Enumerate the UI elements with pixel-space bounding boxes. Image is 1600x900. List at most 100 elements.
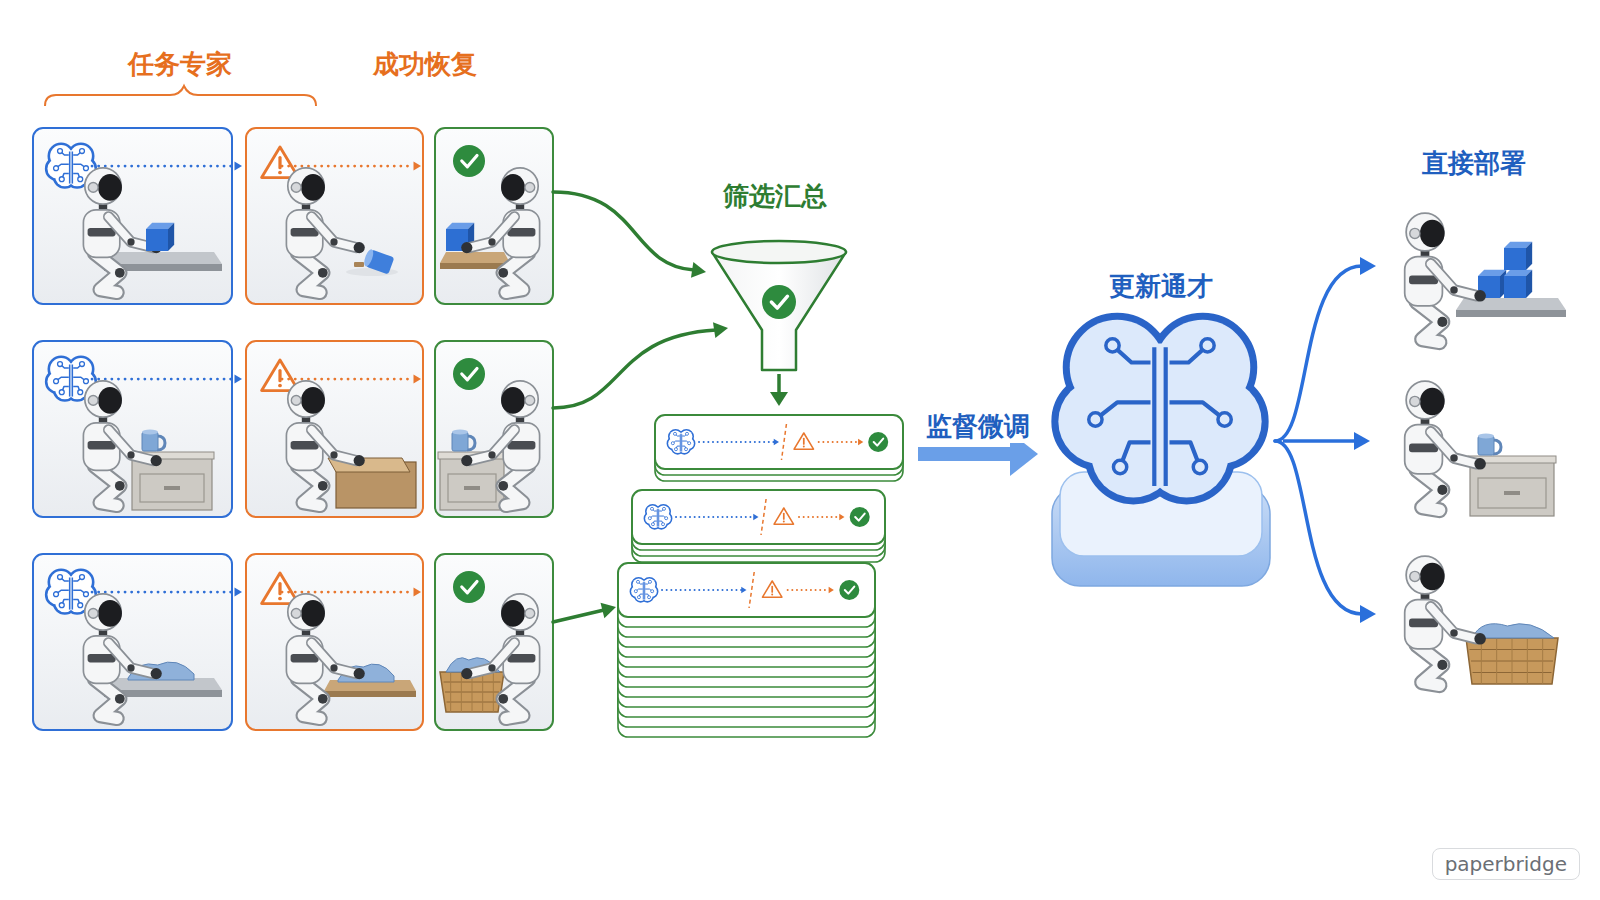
warning-icon <box>762 581 781 597</box>
robot-figure-part <box>98 387 122 414</box>
brain-icon-part <box>674 434 687 447</box>
robot-figure-part <box>1410 228 1420 238</box>
scene-panel <box>246 341 423 517</box>
robot-figure-part <box>1420 220 1445 248</box>
trajectory-card-part <box>761 499 766 535</box>
brain-icon-part <box>648 517 651 520</box>
check-icon-part <box>453 358 485 390</box>
dotted-arrow <box>92 375 242 384</box>
robot-figure-part <box>1410 571 1420 581</box>
blue-cube-part <box>1504 276 1526 298</box>
scene-panel-part <box>246 554 423 730</box>
flow-arrow <box>553 192 706 278</box>
brain-icon-part <box>1095 402 1150 419</box>
dotted-arrow-part <box>235 162 243 171</box>
brain-icon <box>668 431 694 453</box>
brain-icon-part <box>648 596 651 599</box>
brain-icon-part <box>665 517 668 520</box>
check-icon-part <box>462 582 477 593</box>
small-part <box>354 262 364 267</box>
brain-icon-part <box>59 364 83 388</box>
brain-icon-part <box>636 580 639 583</box>
scene-panel-part <box>246 128 423 304</box>
flow-arrow-part <box>553 610 604 622</box>
scene-panel-part <box>33 554 232 730</box>
brain-icon-part <box>674 448 677 451</box>
brain-icon-part <box>644 582 645 600</box>
robot-figure-part <box>1431 432 1477 464</box>
robot-figure-part <box>470 217 515 248</box>
robot-figure-part <box>354 242 365 253</box>
robot-figure-part <box>525 396 535 406</box>
dotted-arrow-part <box>753 514 758 520</box>
robot-figure-part <box>127 238 134 245</box>
flow-arrow-part <box>553 330 716 408</box>
robot-figure-part <box>470 643 515 674</box>
blue-cube <box>146 223 174 251</box>
cabinet-part <box>164 486 180 490</box>
robot-figure-part <box>301 174 325 201</box>
column-label: 成功恢复 <box>373 47 477 81</box>
brain-icon-part <box>662 507 665 510</box>
cabinet-part <box>440 458 504 510</box>
robot-figure <box>1405 556 1486 685</box>
funnel <box>712 241 846 406</box>
laundry-basket-part <box>493 672 494 712</box>
warning-icon-part <box>774 508 793 524</box>
robot-figure-part <box>115 268 125 278</box>
deploy-branch-part <box>1275 266 1362 441</box>
scene-panel-part <box>435 128 553 304</box>
brain-icon-part <box>680 434 681 452</box>
brain-icon-part <box>69 364 71 396</box>
table-part <box>324 691 416 697</box>
robot-figure-part <box>1410 396 1420 406</box>
check-icon <box>868 432 888 452</box>
robot-figure-part <box>461 455 472 466</box>
robot-figure <box>286 168 364 293</box>
finetune-arrow-part <box>918 447 1010 461</box>
robot-figure-part <box>98 600 122 627</box>
dotted-arrow <box>819 439 864 445</box>
warning-icon-part <box>771 587 773 592</box>
bracket-part <box>45 86 316 106</box>
brain-icon-part <box>1193 460 1206 473</box>
robot-figure-part <box>88 441 116 449</box>
table <box>324 680 416 697</box>
robot-figure-part <box>1409 619 1438 628</box>
brain-icon-part <box>59 364 83 388</box>
trajectory-card <box>632 490 885 544</box>
table-part <box>1456 310 1566 317</box>
robot-figure-part <box>115 694 125 704</box>
warning-icon-part <box>794 433 813 449</box>
robot-figure-part <box>1420 388 1445 416</box>
mug <box>1478 434 1501 456</box>
brain-icon-part <box>643 582 644 600</box>
dotted-arrow-part <box>282 165 414 168</box>
brain-icon-part <box>58 362 63 367</box>
robot-figure-part <box>498 481 508 491</box>
table-part <box>104 252 222 264</box>
robot-figure-part <box>88 609 98 619</box>
brain-icon-part <box>59 151 83 175</box>
robot-figure-part <box>312 430 357 461</box>
robot-figure-part <box>1406 213 1444 251</box>
dotted-arrow-part <box>662 589 742 591</box>
robot-figure <box>461 168 539 293</box>
check-icon <box>453 145 485 177</box>
robot-figure-part <box>98 174 122 201</box>
robot-figure-part <box>501 387 525 414</box>
robot-figure <box>1405 213 1486 342</box>
scene-panel <box>435 341 553 517</box>
blue-cube-part <box>1526 242 1532 270</box>
brain-icon-part <box>651 590 654 593</box>
deploy-branch-part <box>1360 257 1376 275</box>
brain-icon-part <box>59 603 64 608</box>
laundry-basket <box>440 658 504 712</box>
flow-arrow-part <box>600 603 616 619</box>
robot-figure-part <box>1431 607 1477 639</box>
check-icon-part <box>850 507 870 527</box>
laundry-basket-part <box>1542 638 1543 684</box>
fallen-cup-part <box>362 248 394 274</box>
brain-icon-part <box>80 575 85 580</box>
